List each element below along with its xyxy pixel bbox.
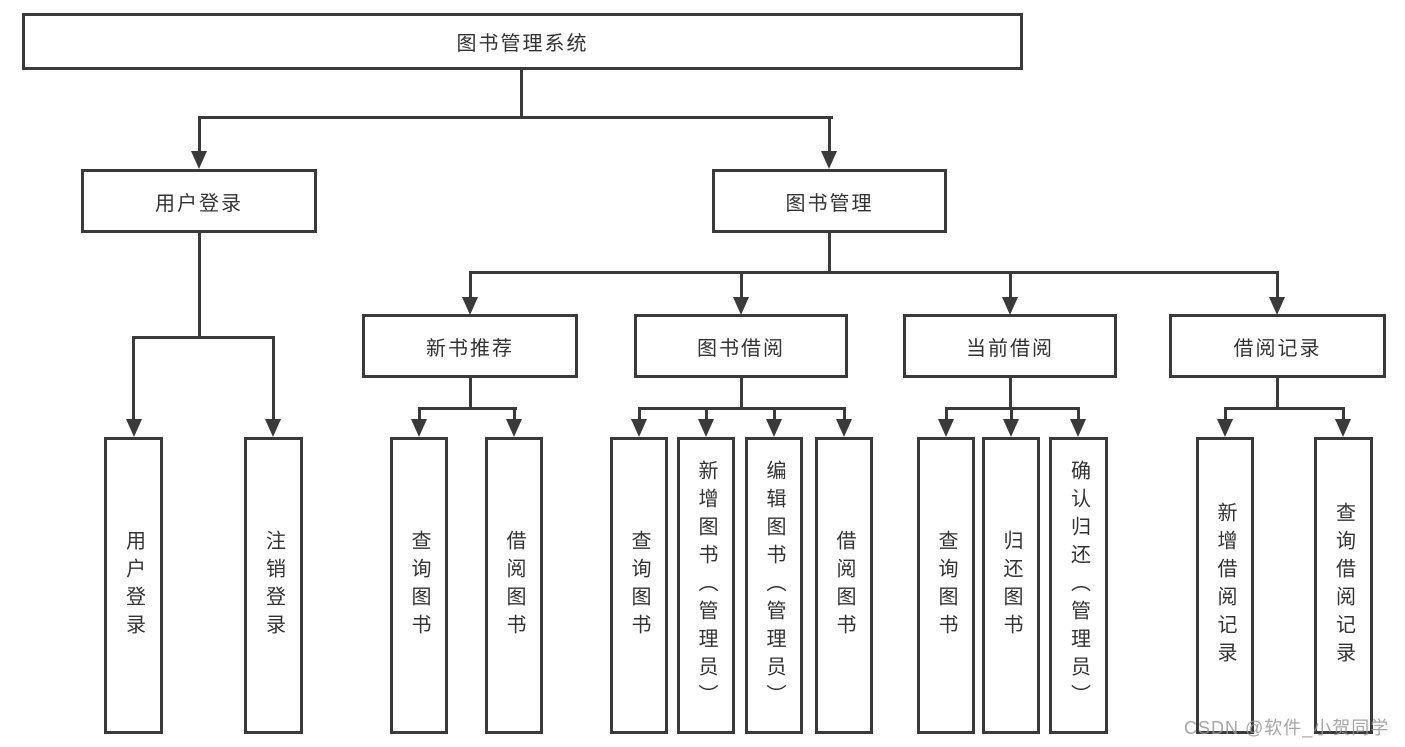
arrow-down-icon	[191, 151, 207, 169]
connector-leaf-stem	[513, 407, 516, 421]
leaf-add-borrow-record-label: 新增借阅记录	[1214, 501, 1236, 670]
leaf-return-books-label: 归还图书	[1000, 529, 1022, 642]
connector-leaf-stem	[843, 407, 846, 421]
node-book-borrow-label: 图书借阅	[697, 337, 785, 360]
leaf-add-books-admin-label: 新增图书（管理员）	[695, 459, 717, 712]
connector-leaf-stem	[1010, 407, 1013, 421]
arrow-down-icon	[733, 297, 749, 315]
arrow-down-icon	[1335, 419, 1351, 437]
node-user-login-label: 用户登录	[155, 192, 243, 215]
node-current-borrow: 当前借阅	[903, 314, 1117, 378]
leaf-confirm-return-admin-label: 确认归还（管理员）	[1067, 459, 1090, 712]
watermark: CSDN @软件_小贺同学	[1184, 718, 1390, 738]
arrow-down-icon	[411, 419, 427, 437]
leaf-borrow-books-borrow: 借阅图书	[815, 437, 873, 734]
connector-book-mgmt-bar	[469, 271, 1279, 274]
node-current-borrow-label: 当前借阅	[966, 337, 1054, 360]
connector-root-stem	[520, 69, 523, 118]
leaf-add-borrow-record: 新增借阅记录	[1196, 437, 1254, 734]
leaf-query-borrow-record: 查询借阅记录	[1314, 437, 1373, 734]
leaf-query-books-current-label: 查询图书	[935, 529, 957, 642]
arrow-down-icon	[126, 419, 142, 437]
leaf-query-books-borrow-label: 查询图书	[628, 529, 650, 642]
leaf-query-books-recommend-label: 查询图书	[408, 529, 430, 642]
leaf-return-books: 归还图书	[982, 437, 1040, 734]
arrow-down-icon	[462, 297, 478, 315]
leaf-add-books-admin: 新增图书（管理员）	[677, 437, 735, 734]
arrow-down-icon	[821, 151, 837, 169]
connector-new-book-bar	[418, 407, 517, 410]
arrow-down-icon	[698, 419, 714, 437]
connector-to-borrow-records	[1276, 271, 1279, 299]
leaf-user-login-label: 用户登录	[122, 529, 145, 642]
arrow-down-icon	[631, 419, 647, 437]
arrow-down-icon	[766, 419, 782, 437]
arrow-down-icon	[1002, 297, 1018, 315]
connector-to-leaf-user-login	[132, 336, 135, 422]
node-user-login: 用户登录	[81, 169, 317, 233]
connector-user-login-bar	[132, 336, 275, 339]
root-node-label: 图书管理系统	[456, 33, 589, 55]
arrow-down-icon	[1269, 297, 1285, 315]
connector-current-borrow-stem	[1009, 378, 1012, 409]
connector-leaf-stem	[1077, 407, 1080, 421]
leaf-user-login: 用户登录	[104, 437, 163, 734]
leaf-query-books-recommend: 查询图书	[390, 437, 448, 734]
leaf-edit-books-admin-label: 编辑图书（管理员）	[763, 459, 785, 712]
connector-to-user-login	[198, 116, 201, 153]
connector-book-borrow-bar	[638, 407, 846, 410]
connector-new-book-stem	[469, 378, 472, 409]
connector-to-book-borrow	[740, 271, 743, 299]
leaf-query-books-current: 查询图书	[917, 437, 975, 734]
node-book-management: 图书管理	[712, 169, 947, 233]
node-book-borrow: 图书借阅	[634, 314, 848, 378]
root-node: 图书管理系统	[22, 13, 1023, 70]
leaf-edit-books-admin: 编辑图书（管理员）	[745, 437, 803, 734]
connector-book-mgmt-stem	[828, 233, 831, 274]
leaf-borrow-books-borrow-label: 借阅图书	[833, 529, 855, 642]
arrow-down-icon	[836, 419, 852, 437]
connector-to-leaf-logout	[272, 336, 275, 422]
connector-leaf-stem	[1224, 407, 1227, 421]
node-borrow-records-label: 借阅记录	[1233, 337, 1322, 360]
node-new-book-recommend: 新书推荐	[362, 314, 578, 378]
arrow-down-icon	[1217, 419, 1233, 437]
leaf-borrow-books-recommend: 借阅图书	[485, 437, 543, 734]
arrow-down-icon	[938, 419, 954, 437]
arrow-down-icon	[265, 419, 281, 437]
arrow-down-icon	[1003, 419, 1019, 437]
connector-user-login-stem	[198, 233, 201, 339]
arrow-down-icon	[1070, 419, 1086, 437]
node-borrow-records: 借阅记录	[1169, 314, 1386, 378]
connector-root-bar	[198, 116, 833, 119]
connector-to-book-management	[828, 116, 831, 153]
leaf-confirm-return-admin: 确认归还（管理员）	[1049, 437, 1108, 734]
leaf-query-books-borrow: 查询图书	[610, 437, 668, 734]
connector-leaf-stem	[638, 407, 641, 421]
connector-leaf-stem	[773, 407, 776, 421]
connector-to-new-book-recommend	[469, 271, 472, 299]
connector-borrow-records-bar	[1224, 407, 1345, 410]
leaf-query-borrow-record-label: 查询借阅记录	[1332, 501, 1355, 670]
connector-leaf-stem	[945, 407, 948, 421]
connector-leaf-stem	[705, 407, 708, 421]
leaf-borrow-books-recommend-label: 借阅图书	[503, 529, 525, 642]
node-new-book-recommend-label: 新书推荐	[426, 337, 514, 360]
leaf-logout: 注销登录	[244, 437, 303, 734]
connector-borrow-records-stem	[1276, 378, 1279, 409]
node-book-management-label: 图书管理	[785, 192, 874, 215]
leaf-logout-label: 注销登录	[262, 529, 285, 642]
arrow-down-icon	[506, 419, 522, 437]
connector-leaf-stem	[418, 407, 421, 421]
connector-to-current-borrow	[1009, 271, 1012, 299]
connector-leaf-stem	[1342, 407, 1345, 421]
connector-book-borrow-stem	[740, 378, 743, 409]
